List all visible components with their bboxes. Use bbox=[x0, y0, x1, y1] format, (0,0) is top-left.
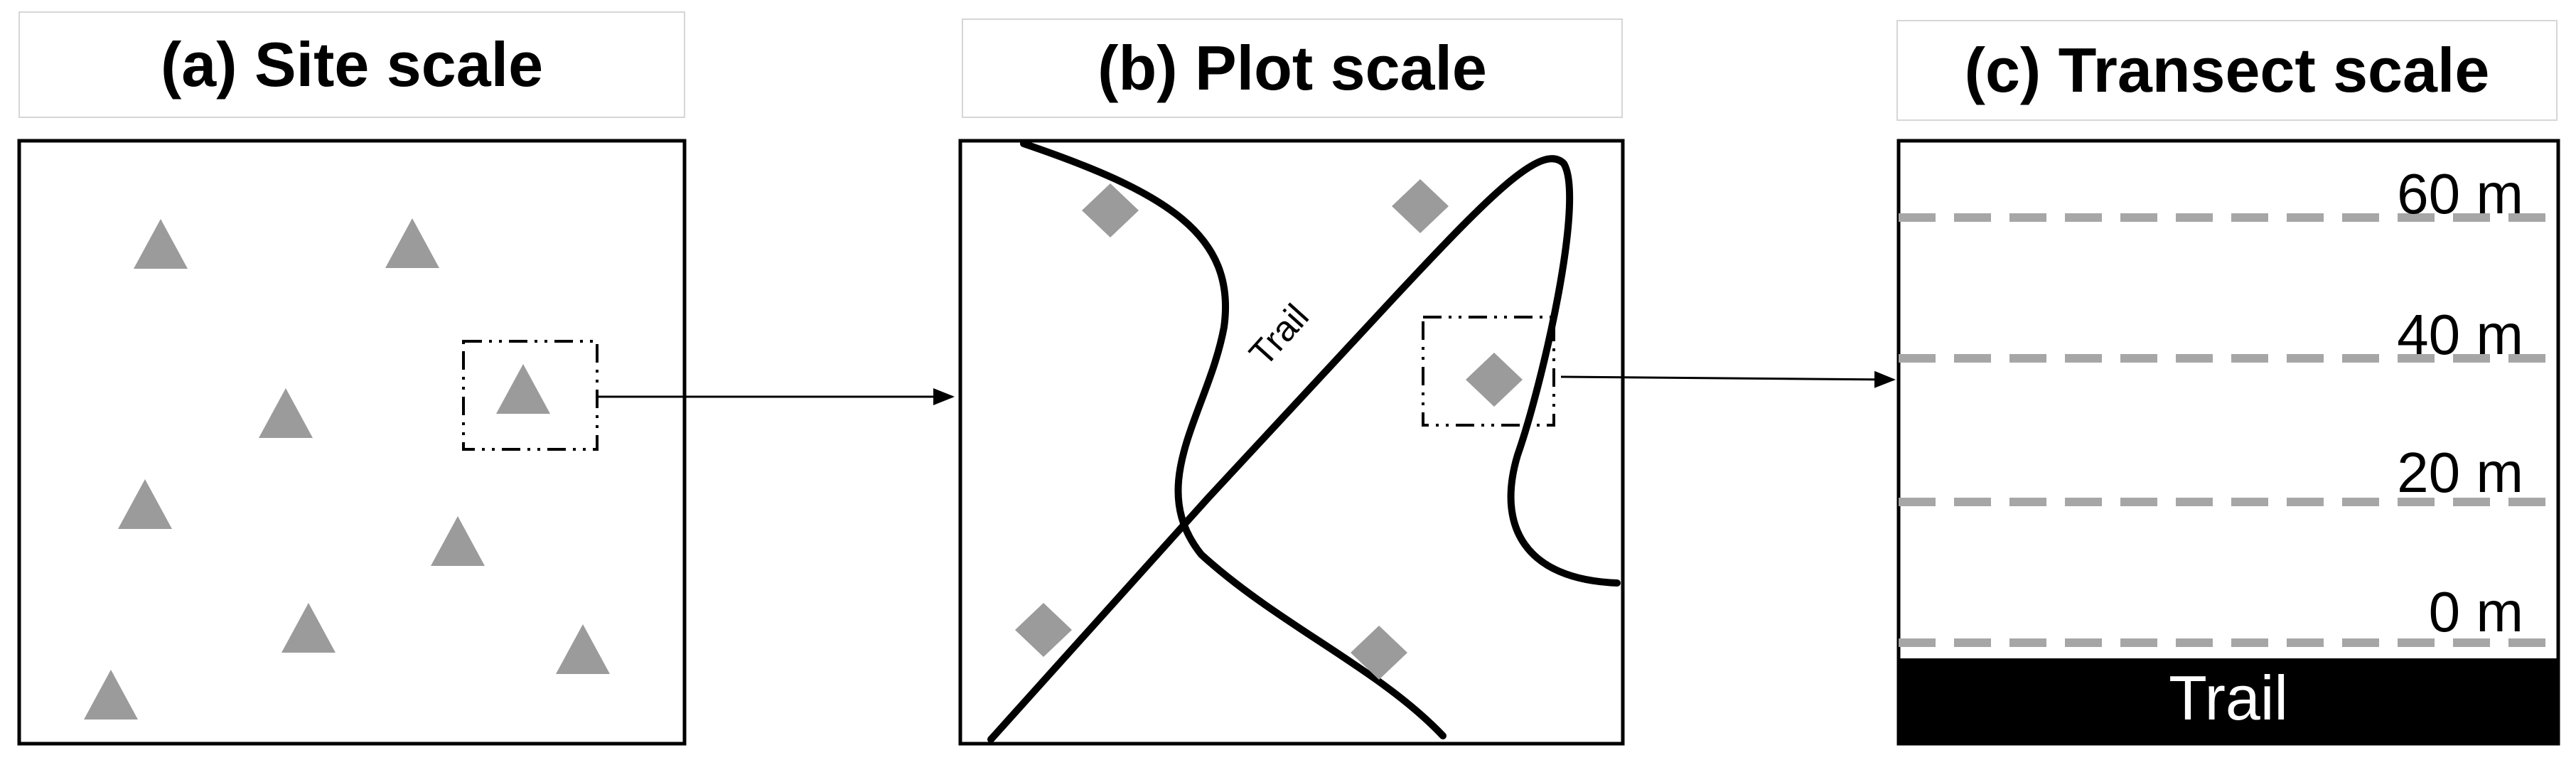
diagonal-trail-line bbox=[987, 155, 1621, 743]
triangle-icon bbox=[496, 364, 550, 414]
transect-panel: Trail 60 m 40 m 20 m 0 m bbox=[1896, 139, 2560, 746]
zoom-arrow-plot-to-transect bbox=[1560, 370, 1896, 388]
distance-label-60m: 60 m bbox=[2397, 162, 2523, 225]
distance-label-0m: 0 m bbox=[2429, 580, 2523, 643]
transect-scale-title: (c) Transect scale bbox=[1896, 20, 2558, 121]
plot-panel: Trail bbox=[958, 139, 1625, 746]
triangle-icon bbox=[259, 388, 313, 438]
diamond-icon bbox=[1466, 353, 1523, 407]
diamond-icon bbox=[1015, 603, 1072, 657]
diamond-icon bbox=[1392, 179, 1449, 233]
diamond-icon bbox=[1082, 183, 1139, 237]
site-selection-box bbox=[462, 340, 599, 451]
transect-trail-label: Trail bbox=[2169, 663, 2288, 733]
triangle-icon bbox=[431, 516, 485, 566]
plot-selection-box bbox=[1422, 316, 1555, 427]
winding-trail-line bbox=[1020, 140, 1447, 739]
triangle-icon bbox=[134, 219, 188, 269]
site-panel bbox=[17, 139, 687, 746]
site-scale-title: (a) Site scale bbox=[18, 11, 685, 118]
diamond-icon bbox=[1351, 626, 1407, 680]
triangle-icon bbox=[556, 624, 610, 674]
triangle-icon bbox=[118, 479, 172, 529]
triangle-icon bbox=[281, 603, 336, 653]
triangle-icon bbox=[385, 218, 439, 268]
trail-band bbox=[1899, 658, 2558, 744]
transect-panel-frame bbox=[1896, 139, 2560, 746]
plot-scale-title: (b) Plot scale bbox=[962, 18, 1623, 118]
triangle-icon bbox=[84, 670, 138, 719]
distance-label-40m: 40 m bbox=[2397, 303, 2523, 366]
distance-label-20m: 20 m bbox=[2397, 441, 2523, 504]
plot-panel-frame bbox=[958, 139, 1625, 746]
